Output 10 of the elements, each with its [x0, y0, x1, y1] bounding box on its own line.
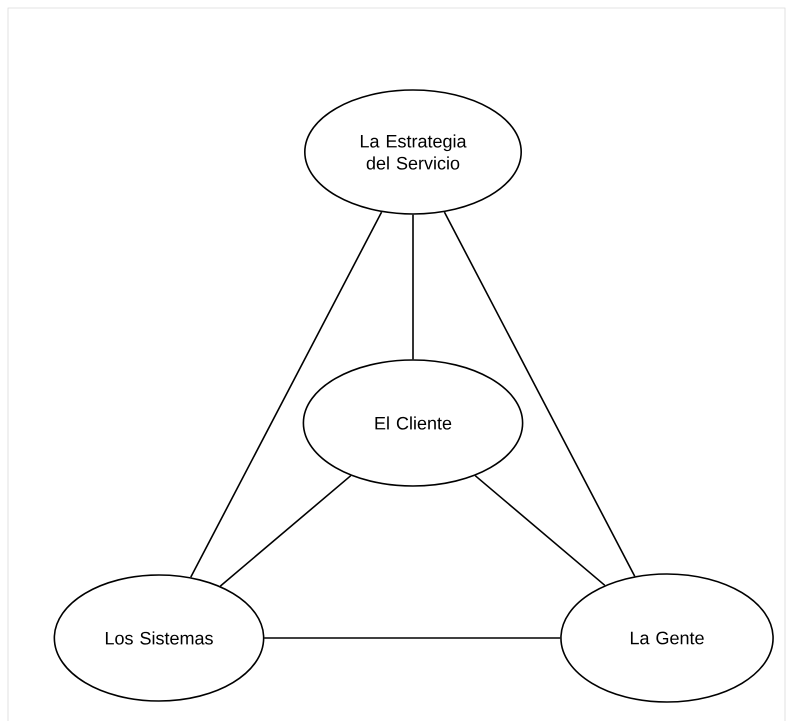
ellipse-node: El Cliente [302, 359, 524, 487]
connector-line [190, 212, 382, 578]
connector-line [474, 475, 606, 586]
ellipse-node: La Gente [560, 573, 774, 703]
connector-line [220, 475, 352, 587]
ellipse-node: Los Sistemas [54, 574, 264, 702]
ellipse-node: La Estrategia del Servicio [304, 89, 522, 215]
connector-line [264, 637, 560, 639]
connector-line [412, 214, 414, 360]
connector-line [444, 212, 636, 577]
